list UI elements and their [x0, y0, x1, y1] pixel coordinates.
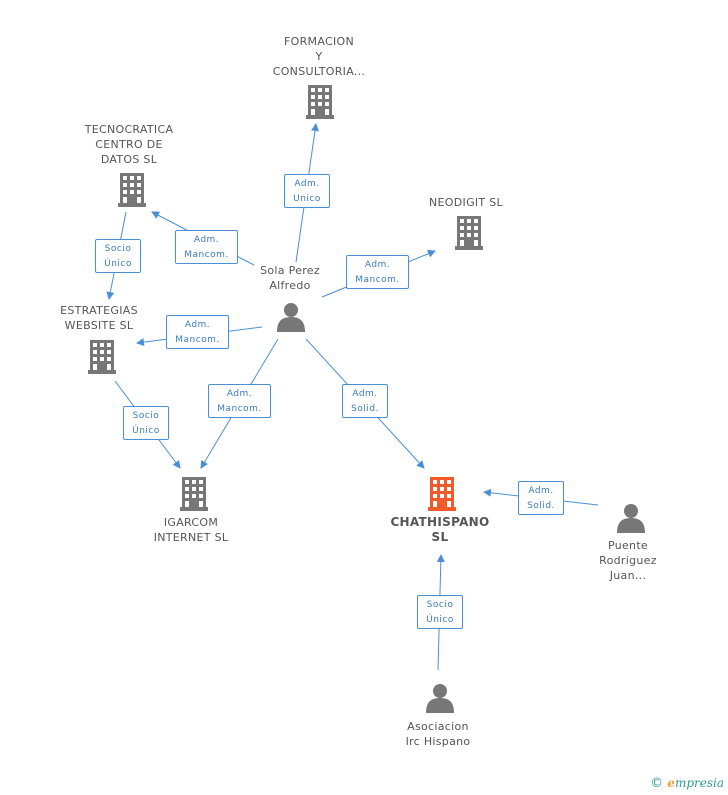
node-label-line: NEODIGIT SL [429, 196, 503, 209]
edge-label-sola-estrategias: Adm. Mancom. [166, 315, 229, 349]
node-label-line: WEBSITE SL [64, 319, 134, 332]
edge-label-line: Adm. [226, 389, 253, 399]
edge-label-line: Adm. [352, 389, 378, 399]
building-icon[interactable] [306, 85, 334, 119]
person-icon[interactable] [426, 684, 454, 713]
node-label-line: TECNOCRATICA [84, 123, 174, 136]
edge-label-line: Único [426, 615, 454, 625]
node-label-line: Y [315, 50, 323, 63]
edge-label-sola-igarcom: Adm. Mancom. [208, 384, 271, 418]
node-label-puente[interactable]: Puente Rodriguez Juan... [578, 538, 678, 583]
building-icon[interactable] [180, 477, 208, 511]
node-label-line: DATOS SL [100, 153, 158, 166]
edge-label-sola-tecnocratica: Adm. Mancom. [175, 230, 238, 264]
edge-label-line: Adm. [294, 179, 320, 189]
node-label-formacion[interactable]: FORMACION Y CONSULTORIA... [259, 34, 379, 79]
node-label-asociacion[interactable]: Asociacion Irc Hispano [388, 719, 488, 749]
edge-label-tecnocratica-estrategias: Socio Único [95, 239, 141, 273]
person-icon[interactable] [617, 504, 645, 533]
node-label-line: Alfredo [269, 279, 311, 292]
brand-rest: mpresia [674, 776, 724, 790]
node-label-line: Asociacion [407, 720, 469, 733]
node-label-line: ESTRATEGIAS [60, 304, 138, 317]
node-label-line: INTERNET SL [153, 531, 229, 544]
edge-label-sola-chathispano: Adm. Solid. [342, 384, 388, 418]
edge-label-sola-formacion: Adm. Unico [284, 174, 330, 208]
node-label-estrategias[interactable]: ESTRATEGIAS WEBSITE SL [39, 303, 159, 333]
edge-label-line: Socio [104, 244, 132, 254]
node-label-line: Sola Perez [260, 264, 320, 277]
node-label-line: CENTRO DE [95, 138, 163, 151]
node-label-igarcom[interactable]: IGARCOM INTERNET SL [131, 515, 251, 545]
edge-label-line: Adm. [364, 260, 391, 270]
edge-label-estrategias-igarcom: Socio Único [123, 406, 169, 440]
node-label-line: Juan... [609, 569, 647, 582]
edge-label-asociacion-chathispano: Socio Único [417, 595, 463, 629]
node-label-line: CHATHISPANO [390, 515, 490, 529]
edge-label-line: Adm. [528, 486, 554, 496]
edge-label-line: Socio [132, 411, 160, 421]
edge-label-line: Socio [426, 600, 454, 610]
edge-label-line: Mancom. [355, 275, 400, 285]
node-label-line: Irc Hispano [405, 735, 471, 748]
node-label-sola[interactable]: Sola Perez Alfredo [230, 263, 350, 293]
node-label-line: Rodriguez [599, 554, 657, 567]
node-label-line: FORMACION [284, 35, 354, 48]
edge-label-line: Único [132, 426, 160, 436]
building-icon[interactable] [455, 216, 483, 250]
edge-label-line: Unico [293, 194, 321, 204]
brand-logo[interactable]: empresia [667, 776, 724, 790]
node-label-line: CONSULTORIA... [272, 65, 366, 78]
building-icon[interactable] [118, 173, 146, 207]
node-label-chathispano[interactable]: CHATHISPANO SL [380, 515, 500, 545]
edge-label-line: Adm. [184, 320, 211, 330]
edge-label-line: Mancom. [175, 335, 220, 345]
edge-label-line: Mancom. [184, 250, 229, 260]
edge-label-line: Único [104, 259, 132, 269]
building-icon[interactable] [88, 340, 116, 374]
node-label-line: IGARCOM [163, 516, 219, 529]
person-icon[interactable] [277, 303, 305, 332]
node-label-tecnocratica[interactable]: TECNOCRATICA CENTRO DE DATOS SL [69, 122, 189, 167]
building-icon[interactable] [428, 477, 456, 511]
copyright-icon: © [650, 776, 664, 791]
brand-first-letter: e [667, 776, 675, 790]
node-label-line: Puente [607, 539, 649, 552]
edge-label-line: Solid. [351, 404, 379, 414]
node-label-neodigit[interactable]: NEODIGIT SL [406, 195, 526, 210]
node-label-line: SL [431, 530, 449, 544]
edge-label-line: Mancom. [217, 404, 262, 414]
edge-label-sola-neodigit: Adm. Mancom. [346, 255, 409, 289]
edge-label-puente-chathispano: Adm. Solid. [518, 481, 564, 515]
edge-label-line: Solid. [527, 501, 555, 511]
footer-watermark: © empresia [650, 776, 724, 791]
edge-label-line: Adm. [193, 235, 220, 245]
